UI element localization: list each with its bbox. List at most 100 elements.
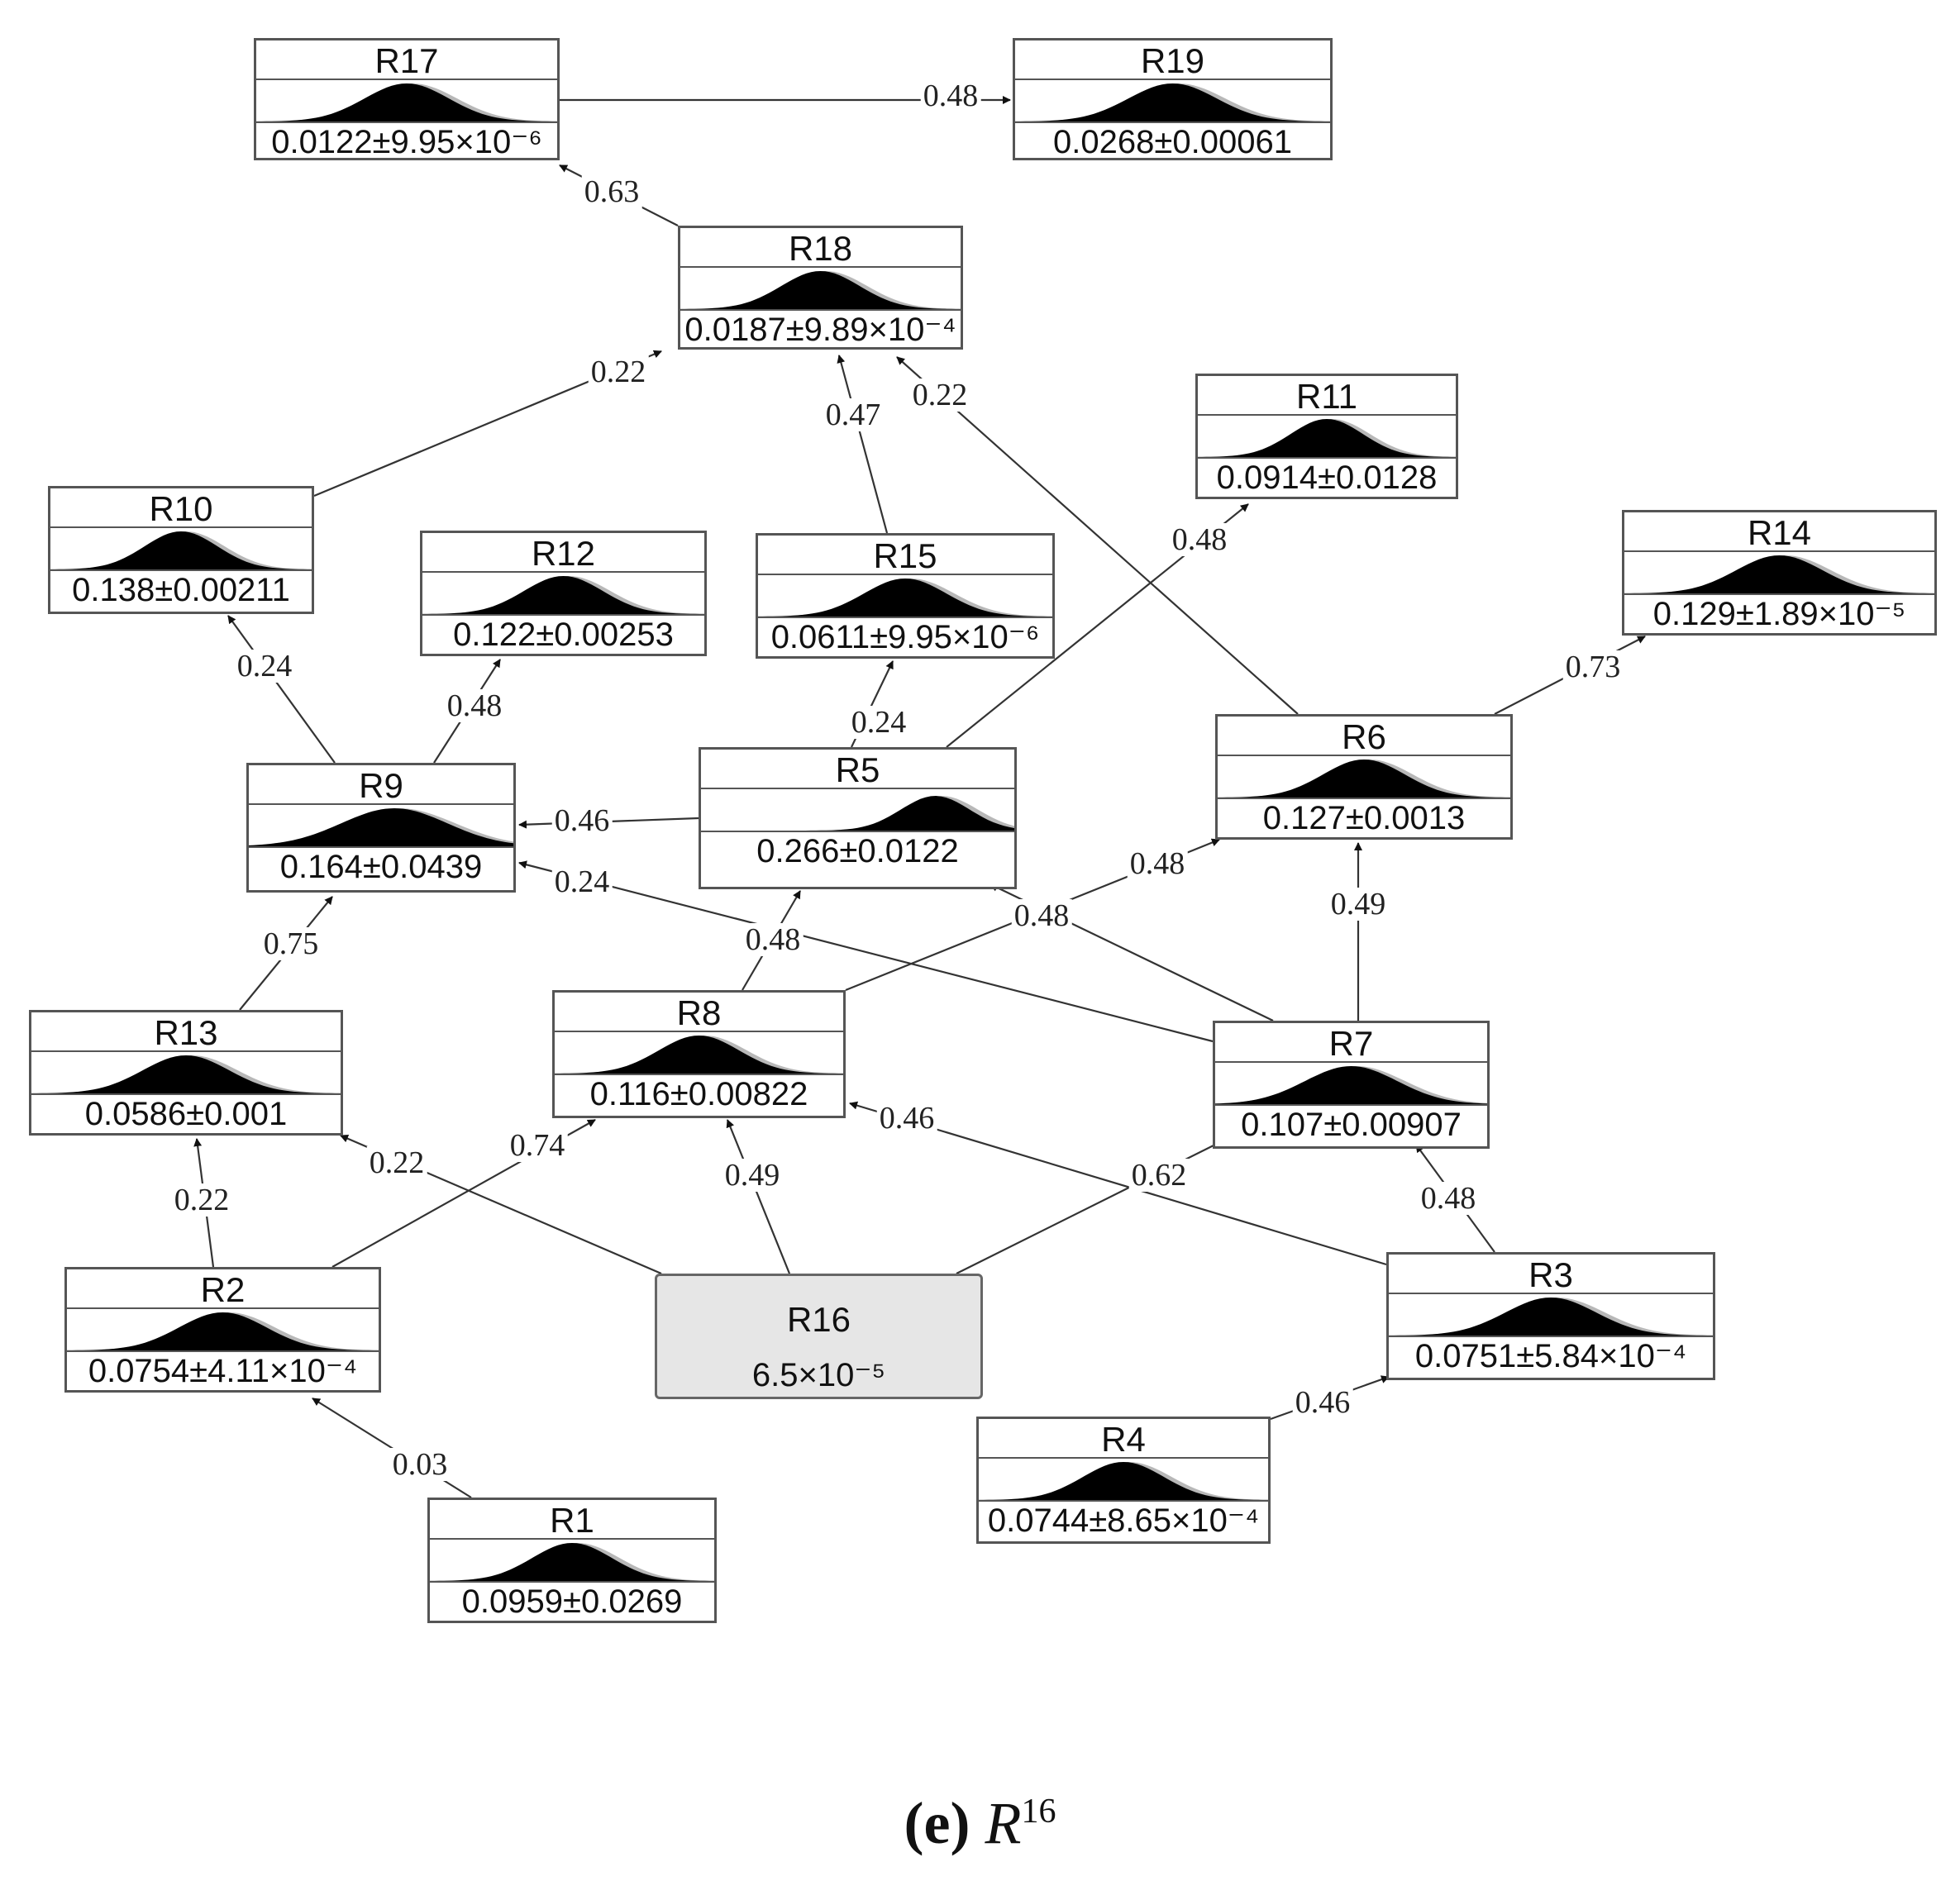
edge-label-r13-to-r9: 0.75 xyxy=(260,927,322,960)
node-title: R15 xyxy=(758,536,1052,575)
node-title: R12 xyxy=(422,533,704,573)
node-title: R5 xyxy=(701,750,1014,789)
edge-label-r3-to-r8: 0.46 xyxy=(876,1102,937,1135)
caption-symbol: R xyxy=(985,1790,1022,1856)
edge-label-r5-to-r15: 0.24 xyxy=(848,706,909,739)
node-value: 0.138±0.00211 xyxy=(72,572,290,608)
node-value: 0.127±0.0013 xyxy=(1262,800,1466,836)
node-value: 0.116±0.00822 xyxy=(589,1076,808,1112)
edge-label-r7-to-r5: 0.48 xyxy=(1011,899,1072,932)
distribution-curve xyxy=(555,1031,843,1075)
node-r9[interactable]: R9 0.164±0.0439 xyxy=(246,763,516,893)
distribution-curve xyxy=(67,1307,379,1352)
node-r15[interactable]: R15 0.0611±9.95×10⁻⁶ xyxy=(756,533,1055,659)
edge-r9-to-r10 xyxy=(227,615,336,764)
edge-label-r15-to-r18: 0.47 xyxy=(823,398,884,431)
node-title: R14 xyxy=(1624,512,1934,552)
node-title: R19 xyxy=(1015,40,1330,80)
edge-label-r16-to-r8: 0.49 xyxy=(722,1159,783,1192)
edge-r7-to-r9 xyxy=(518,860,1214,1043)
distribution-curve xyxy=(979,1457,1268,1502)
node-r14[interactable]: R14 0.129±1.89×10⁻⁵ xyxy=(1622,510,1937,636)
edge-label-r5-to-r9: 0.46 xyxy=(551,804,613,837)
node-title: R17 xyxy=(256,40,557,80)
edge-label-r16-to-r13: 0.22 xyxy=(366,1146,427,1179)
edge-label-r8-to-r5: 0.48 xyxy=(742,923,804,956)
edge-label-r18-to-r17: 0.63 xyxy=(581,175,642,208)
node-title: R3 xyxy=(1389,1255,1713,1294)
node-r2[interactable]: R2 0.0754±4.11×10⁻⁴ xyxy=(64,1267,381,1393)
distribution-curve xyxy=(1389,1293,1713,1337)
node-value: 6.5×10⁻⁵ xyxy=(751,1357,886,1393)
edge-r16-to-r8 xyxy=(726,1119,791,1274)
node-r16[interactable]: R16 6.5×10⁻⁵ xyxy=(655,1274,983,1399)
node-title: R7 xyxy=(1215,1023,1487,1063)
distribution-curve xyxy=(1215,1061,1487,1106)
node-r8[interactable]: R8 0.116±0.00822 xyxy=(552,990,846,1118)
distribution-curve xyxy=(701,788,1014,832)
figure-caption: (e) R16 xyxy=(0,1789,1960,1858)
edge-label-r7-to-r6: 0.49 xyxy=(1328,888,1389,921)
node-value: 0.0586±0.001 xyxy=(84,1096,288,1132)
edge-label-r16-to-r7: 0.62 xyxy=(1128,1159,1190,1192)
edge-r6-to-r18 xyxy=(896,356,1299,715)
node-title: R9 xyxy=(249,765,513,805)
edge-label-r6-to-r18: 0.22 xyxy=(909,379,970,412)
edge-r15-to-r18 xyxy=(837,355,889,534)
node-title: R10 xyxy=(50,488,312,528)
node-value: 0.122±0.00253 xyxy=(453,617,674,653)
node-value: 0.164±0.0439 xyxy=(279,849,483,885)
node-title: R8 xyxy=(555,993,843,1032)
node-value: 0.0187±9.89×10⁻⁴ xyxy=(684,312,956,348)
node-r6[interactable]: R6 0.127±0.0013 xyxy=(1215,714,1513,840)
node-value: 0.0611±9.95×10⁻⁶ xyxy=(770,619,1040,655)
distribution-curve xyxy=(1624,550,1934,595)
distribution-curve xyxy=(680,266,961,311)
node-value: 0.0754±4.11×10⁻⁴ xyxy=(88,1353,358,1389)
node-r10[interactable]: R10 0.138±0.00211 xyxy=(48,486,314,614)
node-value: 0.0751±5.84×10⁻⁴ xyxy=(1414,1338,1687,1374)
distribution-curve xyxy=(758,574,1052,618)
node-r18[interactable]: R18 0.0187±9.89×10⁻⁴ xyxy=(678,226,963,350)
node-r17[interactable]: R17 0.0122±9.95×10⁻⁶ xyxy=(254,38,560,160)
caption-superscript: 16 xyxy=(1021,1793,1056,1831)
distribution-curve xyxy=(50,526,312,571)
node-r3[interactable]: R3 0.0751±5.84×10⁻⁴ xyxy=(1386,1252,1715,1380)
node-title: R18 xyxy=(680,228,961,268)
edge-label-r17-to-r19: 0.48 xyxy=(920,79,981,112)
distribution-curve xyxy=(31,1050,341,1095)
node-value: 0.0744±8.65×10⁻⁴ xyxy=(987,1502,1260,1539)
node-r7[interactable]: R7 0.107±0.00907 xyxy=(1213,1021,1490,1149)
edge-label-r5-to-r11: 0.48 xyxy=(1169,523,1230,556)
node-r5[interactable]: R5 0.266±0.0122 xyxy=(699,747,1017,889)
edge-label-r9-to-r12: 0.48 xyxy=(444,689,505,722)
node-title: R16 xyxy=(786,1300,851,1339)
node-value: 0.107±0.00907 xyxy=(1241,1107,1462,1143)
node-title: R13 xyxy=(31,1012,341,1052)
node-r13[interactable]: R13 0.0586±0.001 xyxy=(29,1010,343,1136)
node-value: 0.0914±0.0128 xyxy=(1216,460,1438,496)
node-title: R2 xyxy=(67,1269,379,1309)
node-title: R6 xyxy=(1218,717,1510,756)
distribution-curve xyxy=(1015,79,1330,123)
edge-label-r3-to-r7: 0.48 xyxy=(1418,1182,1479,1215)
node-value: 0.266±0.0122 xyxy=(756,833,959,869)
edge-label-r8-to-r6: 0.48 xyxy=(1127,847,1188,880)
caption-letter: (e) xyxy=(904,1790,970,1856)
distribution-curve xyxy=(1218,755,1510,799)
node-title: R1 xyxy=(430,1500,714,1540)
node-value: 0.129±1.89×10⁻⁵ xyxy=(1652,596,1906,632)
node-r12[interactable]: R12 0.122±0.00253 xyxy=(420,531,707,656)
node-value: 0.0122±9.95×10⁻⁶ xyxy=(271,124,542,160)
edge-r3-to-r8 xyxy=(849,1101,1387,1266)
edge-label-r2-to-r13: 0.22 xyxy=(171,1183,232,1217)
edge-label-r1-to-r2: 0.03 xyxy=(389,1448,451,1481)
edge-label-r6-to-r14: 0.73 xyxy=(1562,650,1624,683)
edge-label-r4-to-r3: 0.46 xyxy=(1292,1386,1353,1419)
edge-label-r7-to-r9: 0.24 xyxy=(551,865,613,898)
